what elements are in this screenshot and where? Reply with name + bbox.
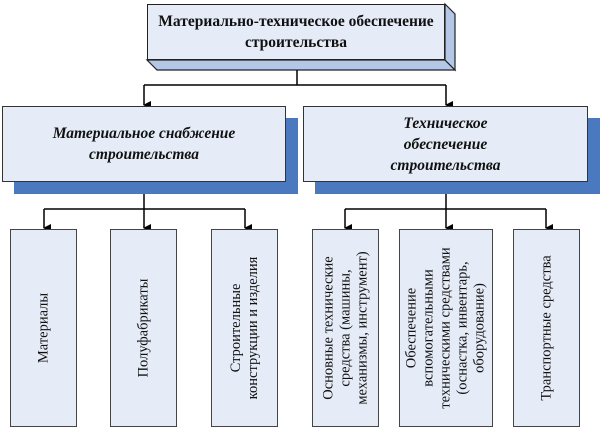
root-extrusion-bottom [145,59,457,71]
leaf-auxiliary-equipment: Обеспечение вспомогательными техническим… [399,229,493,427]
leaf-6-label: Транспортные средства [538,255,554,401]
leaf-5-label: Обеспечение вспомогательными техническим… [403,247,488,409]
leaf-materials: Материалы [10,229,77,427]
leaf-semi-finished: Полуфабрикаты [110,229,177,427]
leaf-4-label: Основные технические средства (машины, м… [320,251,370,405]
leaf-2-label: Полуфабрикаты [135,278,151,378]
root-node-label: Материально-техническое обеспечение стро… [158,13,434,51]
branch-2-label: Техническое обеспечение строительства [390,114,501,174]
leaf-transport: Транспортные средства [513,229,580,427]
branch-node-technical-support: Техническое обеспечение строительства [303,106,588,182]
leaf-1-label: Материалы [35,292,51,364]
branch-node-material-supply: Материальное снабжение строительства [2,106,286,182]
root-node: Материально-техническое обеспечение стро… [147,4,445,60]
leaf-main-equipment: Основные технические средства (машины, м… [312,229,379,427]
leaf-structures: Строительные конструкции и изделия [211,229,278,427]
root-extrusion-side [444,2,456,72]
branch-1-label: Материальное снабжение строительства [52,125,236,163]
leaf-3-label: Строительные конструкции и изделия [227,256,261,400]
